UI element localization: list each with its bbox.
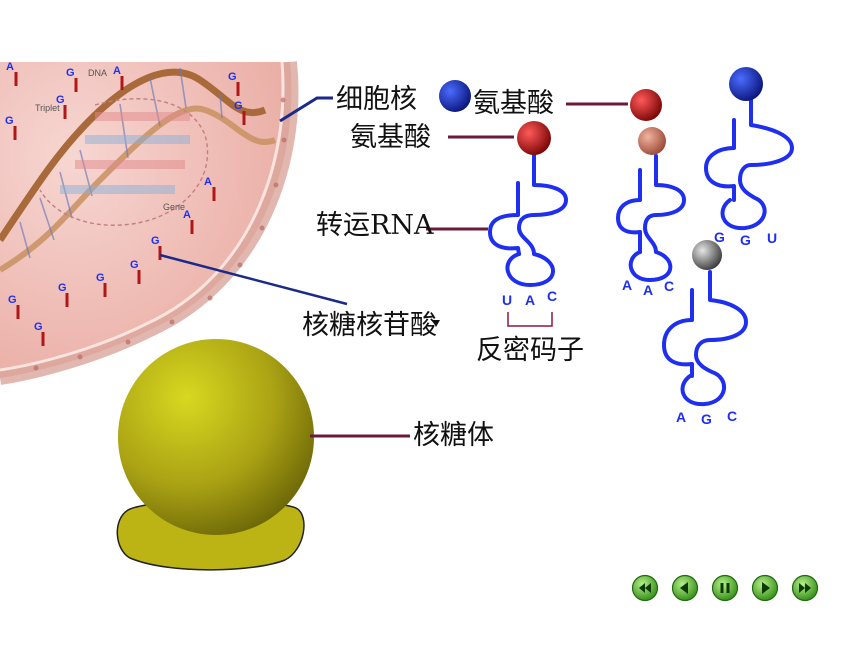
svg-text:G: G — [151, 235, 160, 247]
gene-label: Gene — [163, 202, 185, 212]
anticodon-base: G — [740, 232, 751, 248]
anticodon-base: U — [502, 292, 512, 308]
triplet-label: Triplet — [35, 103, 60, 113]
anticodon-base: A — [622, 277, 632, 293]
nucleotide: G — [234, 100, 246, 125]
amino-acid-ball — [729, 67, 763, 101]
svg-text:G: G — [96, 272, 105, 284]
pause-icon — [711, 574, 739, 602]
nucleotide: G — [56, 94, 67, 119]
nucleotide-label: 核糖核苷酸 — [302, 310, 437, 341]
nucleotide: G — [66, 67, 78, 92]
nucleotide: A — [183, 209, 194, 234]
nucleotide: A — [113, 65, 124, 90]
ribosome-label: 核糖体 — [413, 420, 494, 451]
next-slide-button[interactable] — [751, 574, 779, 602]
pointer-marker — [432, 320, 440, 327]
trna-molecule: A A C — [616, 89, 686, 298]
svg-text:A: A — [113, 65, 121, 77]
svg-text:A: A — [204, 176, 212, 188]
play-icon — [751, 574, 779, 602]
free-nucleotides: A G A G G G G A A G G G G G G — [5, 61, 246, 346]
dna-helix: DNA Triplet Gene — [0, 67, 277, 273]
anticodon-base: G — [701, 411, 712, 427]
svg-text:G: G — [234, 100, 243, 112]
amino-acid-label: 氨基酸 — [350, 122, 431, 153]
anticodon-base: U — [767, 230, 777, 246]
anticodon-label: 反密码子 — [476, 335, 584, 366]
skip-forward-icon — [791, 574, 819, 602]
svg-text:G: G — [8, 294, 17, 306]
svg-text:G: G — [58, 282, 67, 294]
previous-slide-button[interactable] — [671, 574, 699, 602]
first-slide-button[interactable] — [631, 574, 659, 602]
anticodon-base: A — [525, 292, 535, 308]
svg-text:G: G — [130, 259, 139, 271]
dna-label: DNA — [88, 68, 107, 78]
svg-text:G: G — [66, 67, 75, 79]
nucleotide: G — [58, 282, 69, 307]
amino-acid-ball — [439, 80, 471, 112]
svg-text:A: A — [183, 209, 191, 221]
trna-label: 转运RNA — [316, 210, 434, 241]
nucleus-leader — [279, 96, 333, 123]
nucleotide: A — [6, 61, 18, 86]
amino-acid-label: 氨基酸 — [473, 88, 554, 119]
svg-text:G: G — [228, 71, 237, 83]
trna-molecule: G G U — [704, 67, 794, 248]
nucleotide: G — [228, 71, 240, 96]
trna-molecule: A G C — [662, 240, 748, 427]
trna-molecule: U A C — [488, 121, 568, 308]
anticodon-base: G — [714, 229, 725, 245]
anticodon-base: A — [676, 409, 686, 425]
anticodon-base: C — [727, 408, 737, 424]
last-slide-button[interactable] — [791, 574, 819, 602]
anticodon-base: C — [664, 278, 674, 294]
svg-text:G: G — [5, 115, 14, 127]
svg-text:G: G — [56, 94, 65, 106]
ribosome — [116, 339, 314, 571]
nucleotide-leader — [159, 253, 348, 306]
nucleotide: G — [96, 272, 107, 297]
nucleotide: G — [130, 259, 141, 284]
nucleus-label: 细胞核 — [336, 84, 417, 115]
play-back-icon — [671, 574, 699, 602]
amino-acid-ball — [630, 89, 662, 121]
leader-lines — [159, 96, 628, 438]
anticodon-base: C — [547, 288, 557, 304]
pause-button[interactable] — [711, 574, 739, 602]
amino-acid-ball — [638, 127, 666, 155]
amino-acid-ball — [692, 240, 722, 270]
skip-back-icon — [631, 574, 659, 602]
nucleotide: G — [34, 321, 45, 346]
anticodon-base: A — [643, 282, 653, 298]
nucleotide: A — [204, 176, 216, 201]
svg-text:G: G — [34, 321, 43, 333]
nucleotide: G — [151, 235, 162, 260]
nucleotide: G — [5, 115, 17, 140]
nucleotide: G — [8, 294, 20, 319]
gene-region — [39, 98, 209, 226]
svg-text:A: A — [6, 61, 14, 73]
amino-acid-ball — [517, 121, 551, 155]
anticodon-bracket — [507, 312, 553, 327]
